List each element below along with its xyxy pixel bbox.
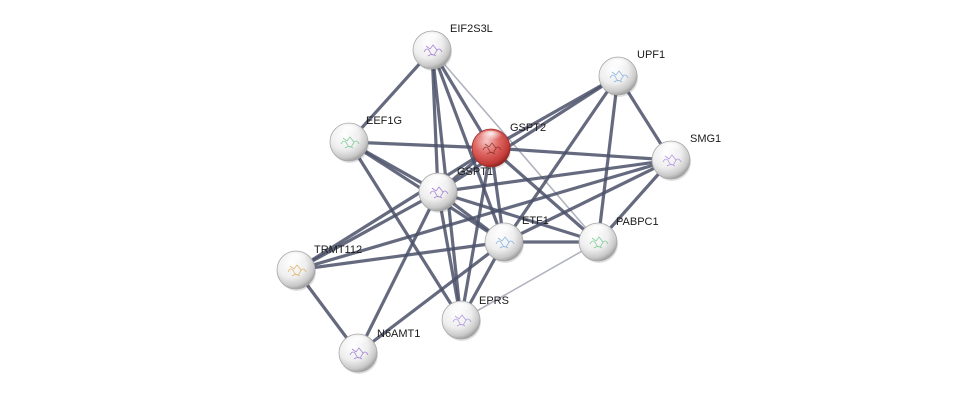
node-upf1[interactable]: UPF1: [598, 49, 665, 97]
edge-pabpc1-eprs[interactable]: [460, 241, 599, 321]
node-highlight: [659, 142, 683, 157]
edge-eef1g-gspt2[interactable]: [347, 140, 493, 150]
edge-upf1-etf1[interactable]: [502, 74, 620, 244]
structure-thumbnail-icon: [287, 264, 307, 277]
edge-gspt2-pabpc1[interactable]: [489, 146, 600, 244]
structure-thumbnail-icon: [482, 142, 502, 155]
node-etf1[interactable]: ETF1: [484, 215, 549, 263]
node-highlight: [449, 302, 473, 317]
edge-upf1-pabpc1[interactable]: [596, 74, 620, 244]
node-label-smg1: SMG1: [690, 133, 721, 145]
structure-thumbnail-icon: [589, 236, 609, 249]
node-eif2s3l[interactable]: EIF2S3L: [412, 23, 493, 71]
edge-gspt1-eprs[interactable]: [436, 190, 463, 322]
node-eprs[interactable]: EPRS: [441, 295, 509, 341]
edge-gspt1-trmt112[interactable]: [294, 190, 440, 272]
edge-smg1-gspt1[interactable]: [436, 158, 673, 194]
node-highlight: [492, 224, 516, 239]
node-label-etf1: ETF1: [522, 215, 549, 227]
node-smg1[interactable]: SMG1: [651, 133, 721, 181]
structure-thumbnail-icon: [423, 44, 443, 57]
edge-gspt1-pabpc1[interactable]: [436, 190, 600, 244]
node-highlight: [606, 58, 630, 73]
node-label-upf1: UPF1: [637, 49, 665, 61]
edge-etf1-n6amt1[interactable]: [356, 240, 506, 355]
structure-thumbnail-icon: [349, 347, 369, 360]
edge-etf1-trmt112[interactable]: [294, 240, 506, 272]
node-trmt112[interactable]: TRMT112: [276, 244, 362, 291]
node-label-n6amt1: N6AMT1: [377, 328, 420, 340]
edge-eif2s3l-eef1g[interactable]: [347, 48, 434, 144]
node-label-eprs: EPRS: [479, 295, 509, 307]
node-highlight: [479, 130, 503, 145]
node-eef1g[interactable]: EEF1G: [329, 115, 402, 163]
node-label-eef1g: EEF1G: [366, 115, 402, 127]
node-label-eif2s3l: EIF2S3L: [450, 23, 493, 35]
node-label-gspt2: GSPT2: [510, 122, 546, 134]
edge-upf1-gspt1[interactable]: [436, 74, 620, 194]
node-highlight: [337, 124, 361, 139]
node-label-trmt112: TRMT112: [314, 244, 362, 256]
edge-trmt112-smg1[interactable]: [294, 158, 673, 272]
node-gspt1[interactable]: GSPT1: [418, 166, 493, 213]
edge-gspt2-trmt112[interactable]: [294, 146, 493, 272]
edge-gspt2-smg1[interactable]: [489, 146, 673, 162]
structure-thumbnail-icon: [662, 154, 682, 167]
node-label-pabpc1: PABPC1: [616, 216, 659, 228]
structure-thumbnail-icon: [452, 314, 472, 327]
node-n6amt1[interactable]: N6AMT1: [338, 328, 420, 374]
edge-smg1-etf1[interactable]: [502, 158, 673, 244]
structure-thumbnail-icon: [609, 70, 629, 83]
node-highlight: [346, 335, 370, 350]
edge-gspt1-n6amt1[interactable]: [356, 190, 440, 355]
node-pabpc1[interactable]: PABPC1: [578, 216, 659, 263]
structure-thumbnail-icon: [429, 186, 449, 199]
node-gspt2[interactable]: GSPT2: [471, 122, 546, 169]
structure-thumbnail-icon: [495, 236, 515, 249]
node-highlight: [284, 252, 308, 267]
node-label-gspt1: GSPT1: [457, 166, 493, 178]
node-highlight: [586, 224, 610, 239]
edge-gspt2-eprs[interactable]: [459, 146, 493, 322]
node-highlight: [420, 32, 444, 47]
structure-thumbnail-icon: [340, 136, 360, 149]
node-highlight: [426, 174, 450, 189]
